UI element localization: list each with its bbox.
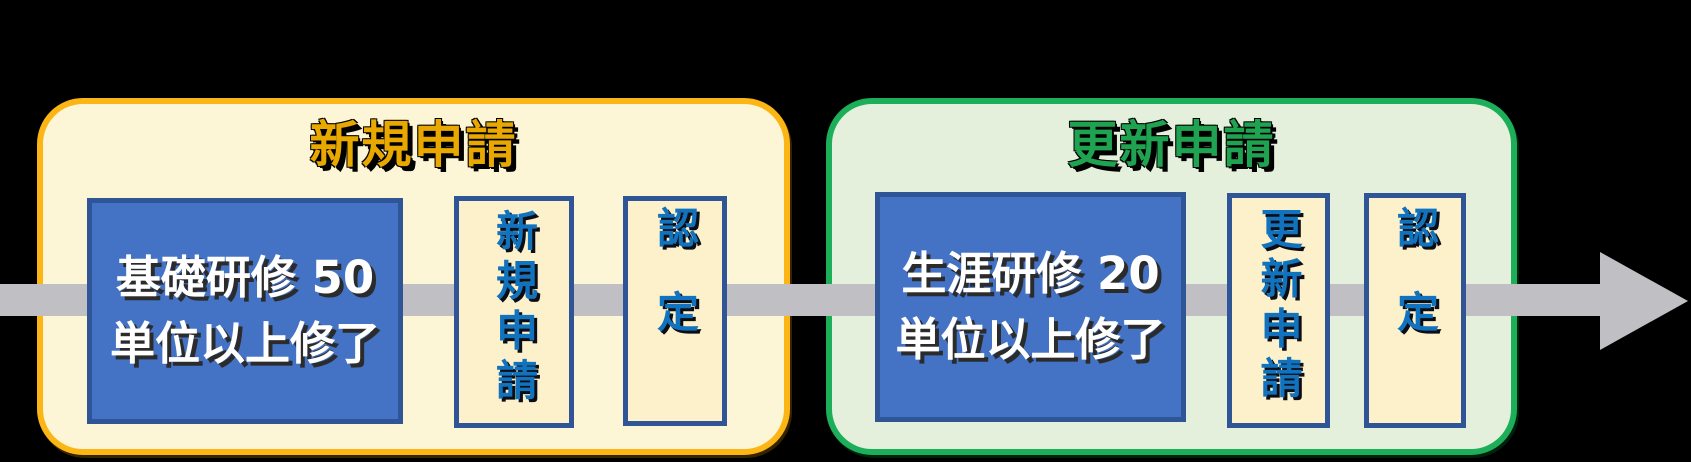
panel-new-application-title: 新規申請	[309, 116, 518, 174]
requirement-line: 単位以上修了	[895, 313, 1166, 366]
step-box-certification-left: 認定	[623, 196, 727, 426]
requirement-line: 基礎研修 50	[115, 251, 375, 304]
requirement-box-basic-training: 基礎研修 50 単位以上修了	[87, 198, 403, 424]
step-label: 認定	[1390, 205, 1440, 374]
step-label: 新規申請	[489, 209, 539, 408]
step-label: 認定	[650, 206, 700, 374]
step-box-renewal-application: 更新申請	[1227, 193, 1330, 428]
requirement-line: 生涯研修 20	[901, 247, 1160, 300]
step-box-new-application: 新規申請	[454, 196, 574, 428]
step-label: 更新申請	[1254, 207, 1303, 406]
requirement-line: 単位以上修了	[109, 317, 380, 370]
panel-renewal-application-title: 更新申請	[1067, 116, 1276, 174]
step-box-certification-right: 認定	[1364, 193, 1466, 428]
requirement-box-lifelong-training: 生涯研修 20 単位以上修了	[875, 192, 1186, 422]
